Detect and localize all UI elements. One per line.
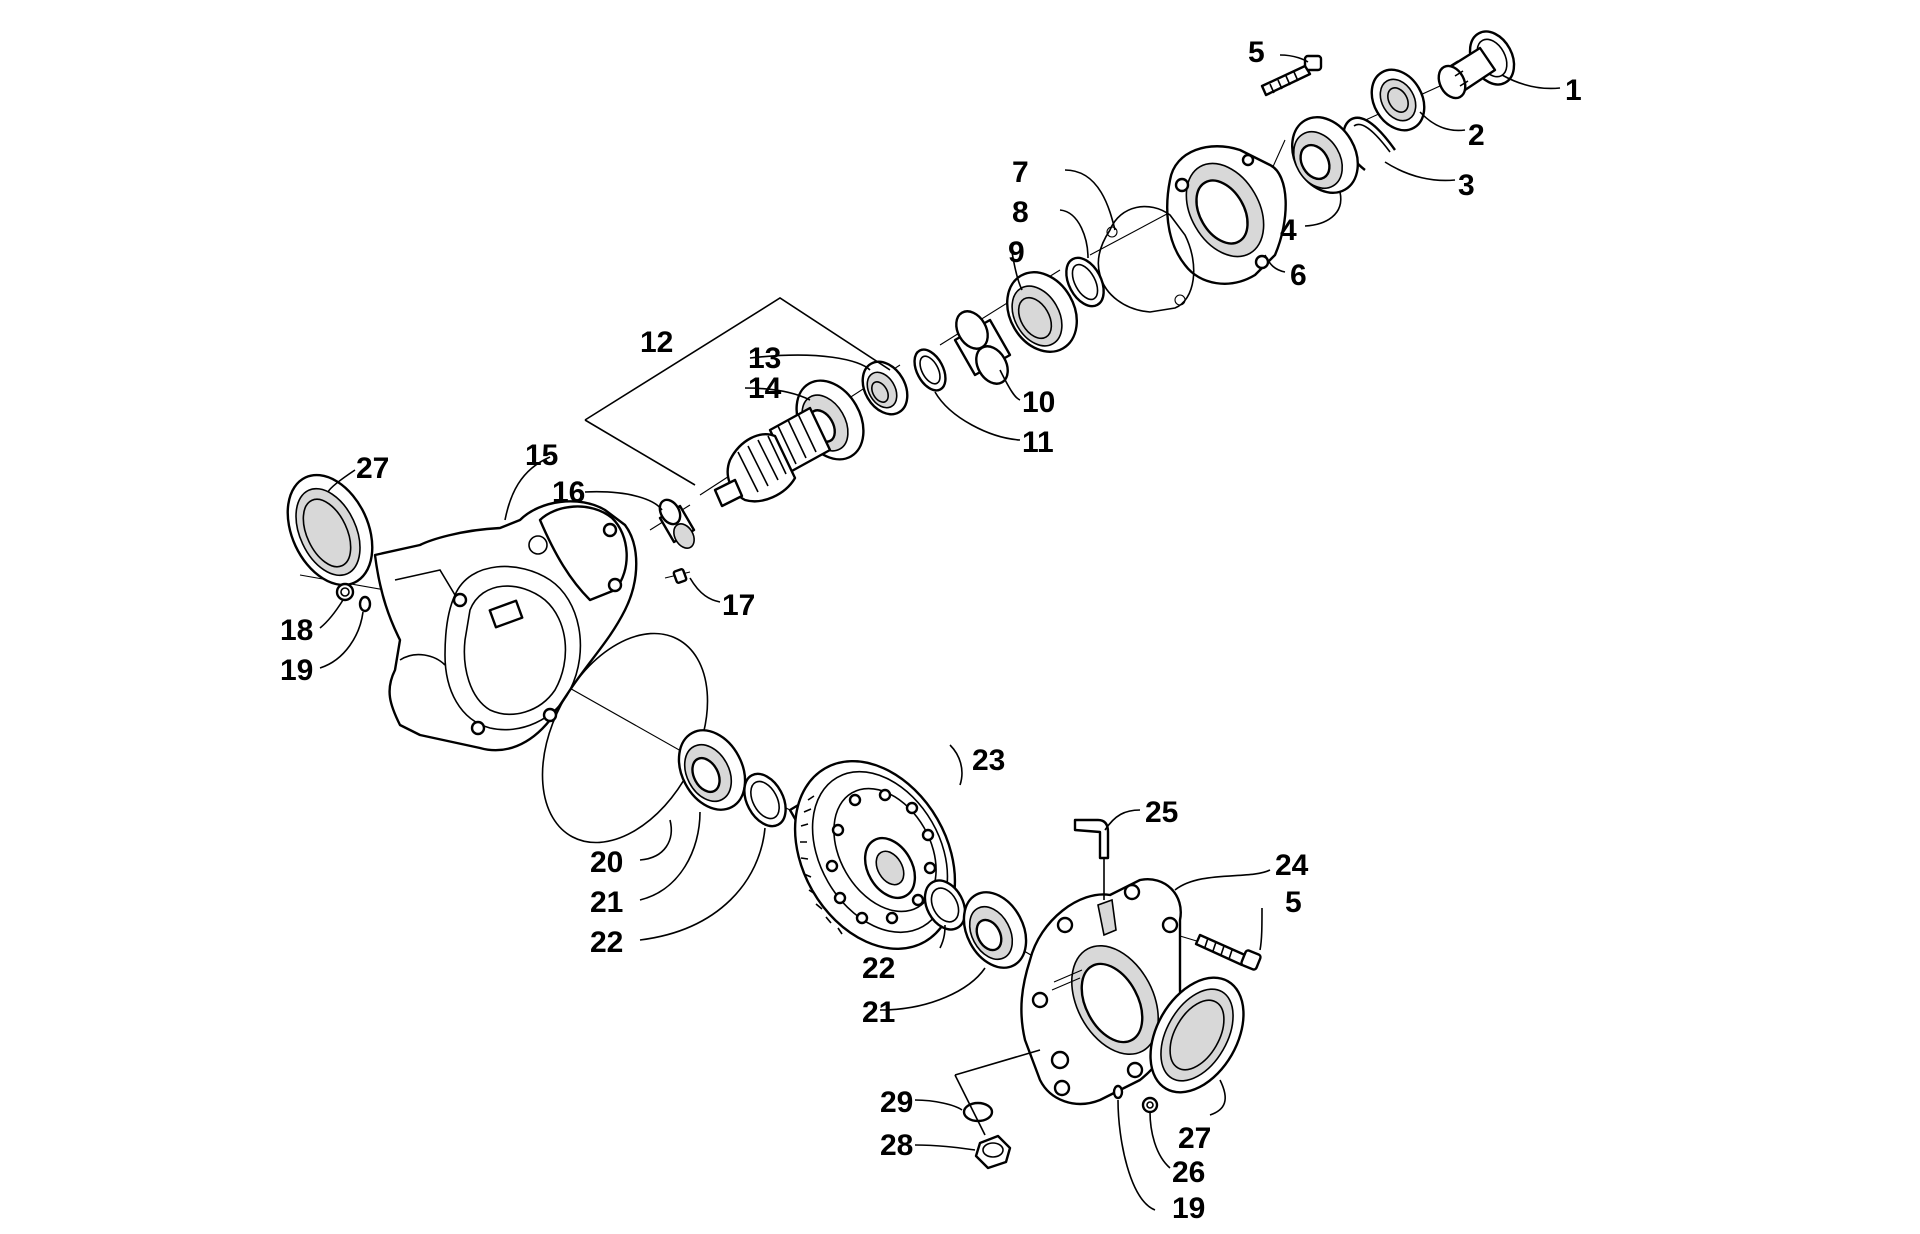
- bracket-assembly-12: [584, 297, 891, 486]
- part-spacer: [953, 310, 1012, 385]
- callout-23: 23: [972, 744, 1005, 777]
- part-screw-26: [1141, 1096, 1159, 1114]
- part-drain-plug-28: [974, 1134, 1012, 1170]
- leader-lines: [319, 54, 1561, 1211]
- callout-21-left: 21: [590, 886, 623, 919]
- part-shim-ring: [1065, 256, 1105, 308]
- callout-18: 18: [280, 614, 313, 647]
- part-seal-left: [286, 473, 374, 587]
- callout-11: 11: [1022, 426, 1054, 459]
- callout-5-lower: 5: [1285, 886, 1302, 919]
- part-bearing-upper: [1291, 116, 1359, 194]
- callout-27-right: 27: [1178, 1122, 1211, 1155]
- callout-21-right: 21: [862, 996, 895, 1029]
- callout-2: 2: [1468, 119, 1485, 152]
- part-bolt-lower: [1194, 933, 1262, 971]
- callout-22-right: 22: [862, 952, 895, 985]
- part-drain-plug-lines: [954, 1049, 1070, 1136]
- part-bolt-top: [1260, 54, 1323, 97]
- callout-22-left: 22: [590, 926, 623, 959]
- callout-5-top: 5: [1248, 36, 1265, 69]
- part-bearing-diff-right: [962, 891, 1028, 969]
- part-screw-18: [335, 582, 355, 602]
- callout-labels: 1 2 3 4 5 6 7 8 9 10 11 12 13 14 15 16 1…: [280, 36, 1582, 1225]
- callout-7: 7: [1012, 156, 1029, 189]
- callout-4: 4: [1280, 214, 1297, 247]
- callout-8: 8: [1012, 196, 1029, 229]
- callout-28: 28: [880, 1129, 913, 1162]
- callout-27-left: 27: [356, 452, 389, 485]
- callout-19-left: 19: [280, 654, 313, 687]
- callout-19-right: 19: [1172, 1192, 1205, 1225]
- callout-25: 25: [1145, 796, 1178, 829]
- part-plug-17: [672, 568, 688, 584]
- part-washer-19-right: [1112, 1084, 1124, 1100]
- part-vent-fitting: [1073, 818, 1110, 900]
- callout-10: 10: [1022, 386, 1055, 419]
- part-gasket: [1097, 205, 1195, 313]
- part-pinion-gear: [713, 406, 832, 508]
- callout-1: 1: [1565, 74, 1582, 107]
- callout-24: 24: [1275, 849, 1309, 882]
- part-main-housing: [373, 500, 638, 752]
- ring-gear-bolt-holes: [825, 788, 937, 925]
- callout-15: 15: [525, 439, 558, 472]
- part-bearing-small: [861, 360, 909, 416]
- part-cover: [1020, 878, 1182, 1106]
- part-shim-diff-right: [923, 879, 967, 931]
- callout-20: 20: [590, 846, 623, 879]
- part-seal-right: [1149, 976, 1245, 1094]
- callout-17: 17: [722, 589, 755, 622]
- part-seal-top: [1370, 68, 1426, 132]
- part-washer-19-left: [358, 595, 372, 613]
- part-bearing-race: [1006, 271, 1078, 353]
- part-bearing-housing: [1166, 145, 1287, 285]
- callout-14: 14: [748, 372, 782, 405]
- part-shim: [913, 348, 947, 392]
- callout-13: 13: [748, 342, 781, 375]
- callout-3: 3: [1458, 169, 1475, 202]
- callout-16: 16: [552, 476, 585, 509]
- part-bushing: [658, 498, 696, 549]
- part-output-flange: [1437, 30, 1516, 100]
- part-o-ring-29: [962, 1101, 994, 1123]
- callout-29: 29: [880, 1086, 913, 1119]
- part-bearing-diff-left: [677, 729, 747, 811]
- part-ring-gear: [788, 760, 957, 950]
- callout-9: 9: [1008, 236, 1025, 269]
- callout-6: 6: [1290, 259, 1307, 292]
- callout-26: 26: [1172, 1156, 1205, 1189]
- callout-12: 12: [640, 326, 673, 359]
- part-shim-diff-left: [743, 772, 787, 828]
